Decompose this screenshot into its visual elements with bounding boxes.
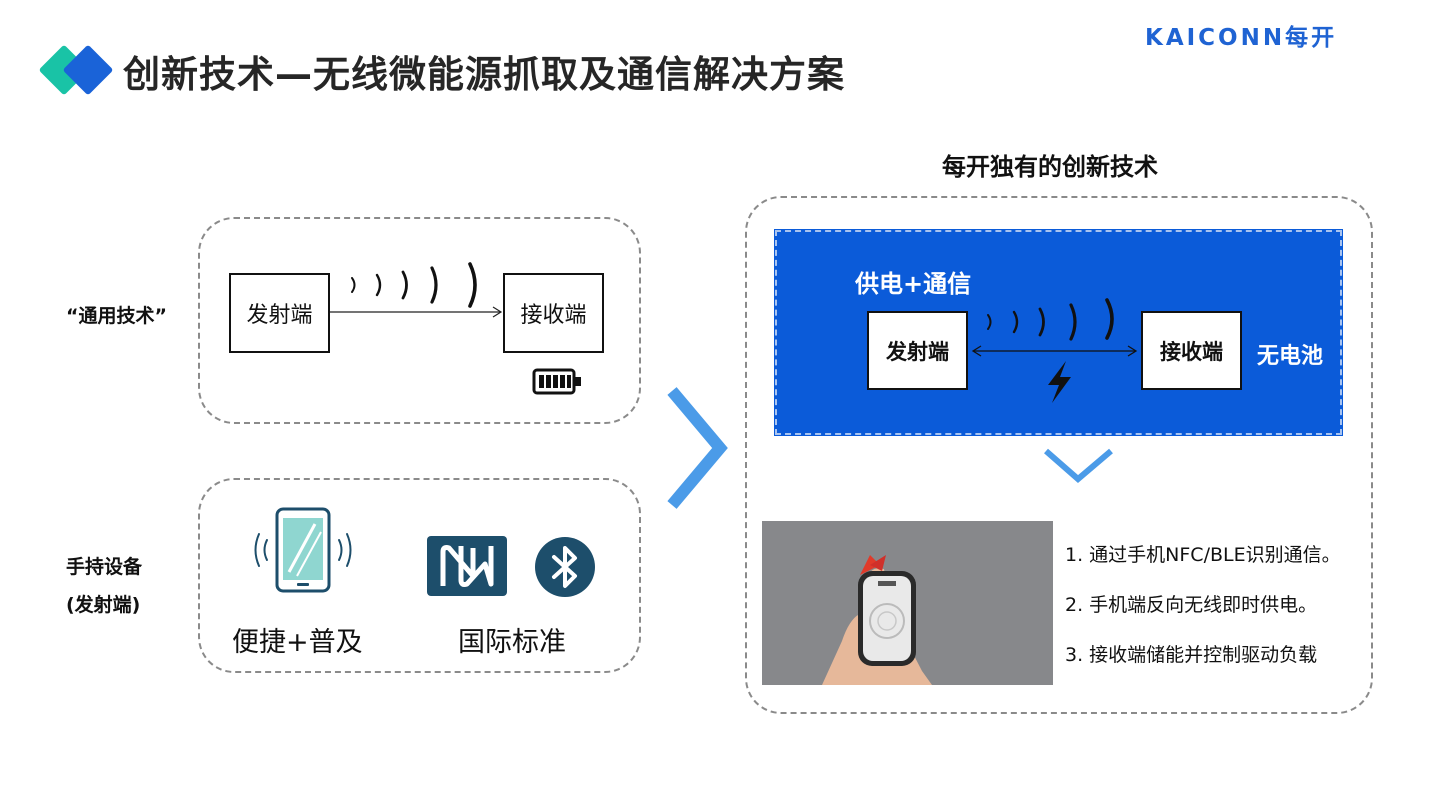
common-tech-label: “通用技术”: [66, 305, 167, 327]
battery-icon: [532, 368, 581, 395]
caption-convenient: 便捷+普及: [232, 627, 363, 658]
no-battery-label: 无电池: [1257, 344, 1324, 369]
lightning-icon: [1048, 361, 1071, 403]
innovation-receiver-box: 接收端: [1141, 311, 1242, 390]
page-title: 创新技术—无线微能源抓取及通信解决方案: [123, 53, 845, 96]
device-photo: [762, 521, 1053, 685]
bluetooth-icon: [535, 537, 595, 597]
phone-icon: [254, 507, 352, 593]
bidirectional-signal-diagram: [971, 298, 1138, 403]
power-comm-label: 供电+通信: [855, 270, 972, 298]
wireless-signal-diagram: [330, 262, 503, 318]
nfc-icon: [427, 536, 507, 596]
brand-logo: KAICONN每开: [1145, 25, 1338, 51]
common-tech-panel: [198, 217, 641, 424]
chevron-down-icon: [1044, 448, 1113, 483]
handheld-label: 手持设备: [66, 556, 143, 578]
innovation-panel: [745, 196, 1373, 714]
feature-item-2: 2. 手机端反向无线即时供电。: [1065, 594, 1318, 616]
receiver-box: 接收端: [503, 273, 604, 353]
handheld-panel: [198, 478, 641, 673]
feature-item-3: 3. 接收端储能并控制驱动负载: [1065, 644, 1318, 666]
chevron-right-icon: [667, 387, 728, 509]
caption-standard: 国际标准: [458, 627, 566, 658]
section-title: 每开独有的创新技术: [942, 153, 1158, 181]
transmitter-box: 发射端: [229, 273, 330, 353]
handheld-sublabel: (发射端): [66, 594, 141, 616]
feature-item-1: 1. 通过手机NFC/BLE识别通信。: [1065, 544, 1341, 566]
innovation-transmitter-box: 发射端: [867, 311, 968, 390]
